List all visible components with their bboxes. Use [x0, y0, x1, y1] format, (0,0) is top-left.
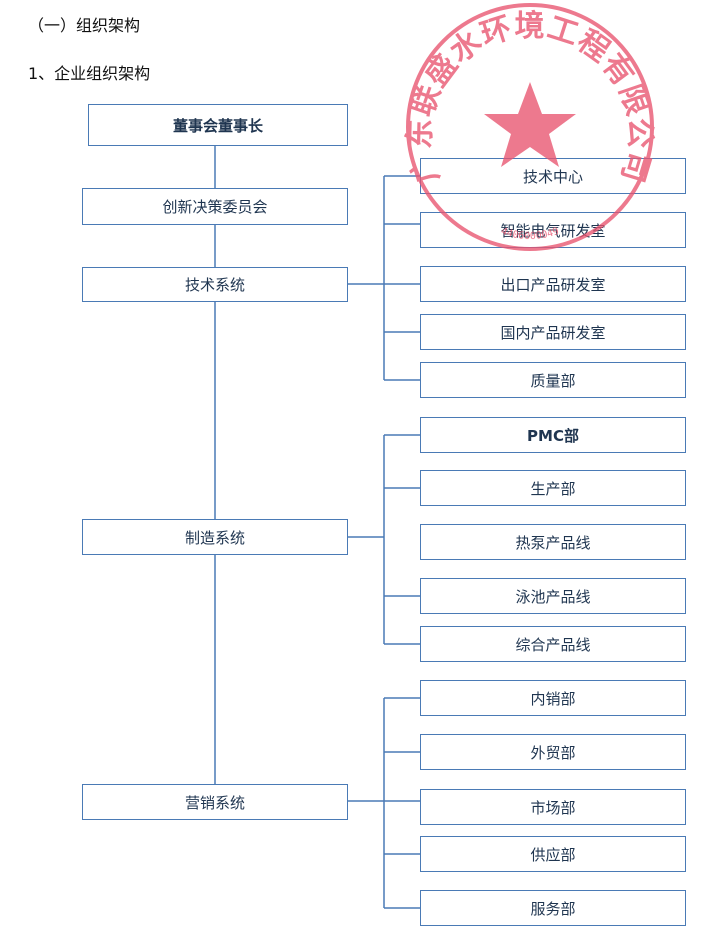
dept-domestic-sales: 内销部: [420, 680, 686, 716]
dept-foreign-trade: 外贸部: [420, 734, 686, 770]
node-innovation-committee: 创新决策委员会: [82, 188, 348, 225]
dept-tech-center: 技术中心: [420, 158, 686, 194]
dept-smart-electric-lab: 智能电气研发室: [420, 212, 686, 248]
node-mfg-system: 制造系统: [82, 519, 348, 555]
dept-service: 服务部: [420, 890, 686, 926]
dept-quality: 质量部: [420, 362, 686, 398]
dept-pool-line: 泳池产品线: [420, 578, 686, 614]
node-board: 董事会董事长: [88, 104, 348, 146]
node-tech-system: 技术系统: [82, 267, 348, 302]
dept-general-line: 综合产品线: [420, 626, 686, 662]
section-heading: （一）组织架构: [28, 16, 141, 35]
dept-heat-pump-line: 热泵产品线: [420, 524, 686, 560]
dept-marketing: 市场部: [420, 789, 686, 825]
dept-supply: 供应部: [420, 836, 686, 872]
dept-pmc: PMC部: [420, 417, 686, 453]
dept-export-product-lab: 出口产品研发室: [420, 266, 686, 302]
dept-domestic-product-lab: 国内产品研发室: [420, 314, 686, 350]
node-sales-system: 营销系统: [82, 784, 348, 820]
dept-production: 生产部: [420, 470, 686, 506]
subsection-heading: 1、企业组织架构: [28, 64, 151, 83]
